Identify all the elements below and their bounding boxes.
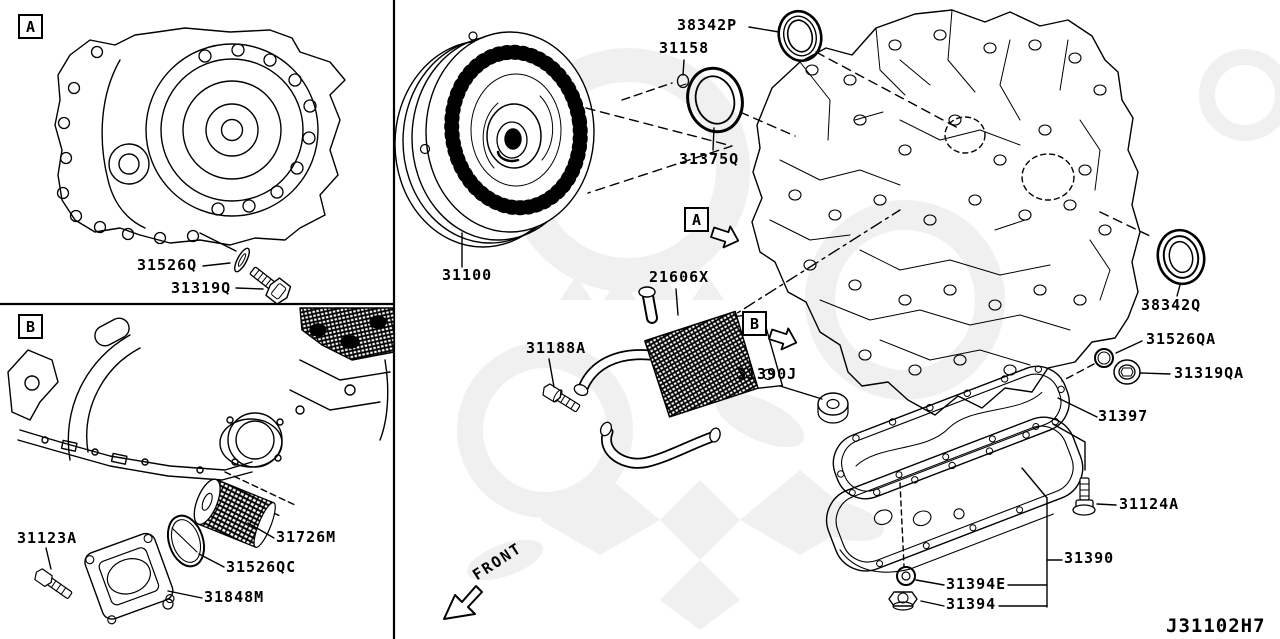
callout-a-letter: A	[691, 210, 702, 229]
part-label-31526Q: 31526Q	[137, 256, 198, 274]
part-label-21606X: 21606X	[649, 268, 710, 286]
diagram-code: J31102H7	[1166, 615, 1266, 637]
part-label-38342P: 38342P	[677, 16, 738, 34]
part-31124A-bolt-drawing	[1052, 423, 1117, 516]
callout-b-arrow-icon	[768, 327, 798, 351]
part-label-31394: 31394	[946, 595, 997, 613]
part-31397-gasket-drawing	[832, 365, 1098, 500]
part-label-31124A: 31124A	[1119, 495, 1180, 513]
part-label-31375Q: 31375Q	[679, 150, 740, 168]
watermark-emblem	[457, 48, 1280, 630]
part-label-31390: 31390	[1064, 549, 1115, 567]
inset-b-case-drawing	[7, 307, 395, 517]
part-label-31726M: 31726M	[276, 528, 337, 546]
part-31526QA-oring-drawing	[1061, 340, 1143, 382]
part-31848M-filter-cover-drawing	[84, 532, 203, 625]
callout-b-letter: B	[749, 314, 760, 333]
inset-a-converter-housing-drawing	[54, 27, 346, 252]
part-label-31394E: 31394E	[946, 575, 1007, 593]
part-31319QA-plug-drawing	[1113, 359, 1171, 385]
part-31526Q-washer-drawing	[202, 247, 250, 273]
part-31726M-oil-filter-drawing	[193, 478, 276, 548]
part-31390J-grommet-drawing	[779, 385, 849, 424]
front-arrow-icon	[443, 585, 483, 620]
part-31394E-washer-drawing	[896, 566, 1048, 586]
part-38342Q-seal-drawing	[1099, 211, 1206, 297]
callout-a-arrow-icon	[710, 225, 740, 249]
part-label-31526QC: 31526QC	[226, 558, 297, 576]
transmission-case-drawing	[751, 9, 1141, 416]
inset-b-box-label: B	[18, 314, 43, 339]
part-label-31100: 31100	[442, 266, 493, 284]
part-31158-clip-drawing	[621, 59, 690, 101]
part-label-38342Q: 38342Q	[1141, 296, 1202, 314]
inset-a-box-label: A	[18, 14, 43, 39]
part-label-31188A: 31188A	[526, 339, 587, 357]
inset-b-letter: B	[25, 317, 36, 336]
part-label-31526QA: 31526QA	[1146, 330, 1217, 348]
part-38342P-seal-drawing	[748, 9, 959, 129]
part-31526QC-oring-drawing	[166, 514, 225, 568]
part-label-31390J: 31390J	[737, 365, 798, 383]
converter-alignment-dashes	[585, 107, 733, 194]
part-label-31319QA: 31319QA	[1174, 364, 1245, 382]
part-label-31123A: 31123A	[17, 529, 78, 547]
part-21606X-oil-cooler-drawing	[573, 209, 901, 469]
part-31394-drain-plug-drawing	[888, 591, 1048, 611]
callout-a-box: A	[684, 207, 709, 232]
part-label-31397: 31397	[1098, 407, 1149, 425]
inset-a-letter: A	[25, 17, 36, 36]
part-label-31319Q: 31319Q	[171, 279, 232, 297]
part-31390-oil-pan-drawing	[825, 416, 1084, 608]
part-label-31848M: 31848M	[204, 588, 265, 606]
part-31375Q-seal-drawing	[686, 66, 796, 151]
callout-b-box: B	[742, 311, 767, 336]
part-31123A-bolt-drawing	[34, 547, 73, 599]
part-31319Q-bolt-drawing	[235, 266, 292, 305]
part-31188A-bolt-drawing	[542, 358, 581, 413]
part-31100-torque-converter-drawing	[394, 31, 595, 268]
part-label-31158: 31158	[659, 39, 710, 57]
